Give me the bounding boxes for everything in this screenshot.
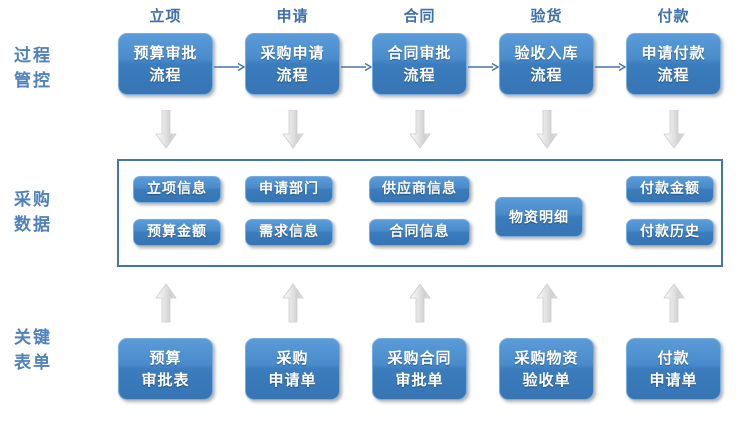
up-arrow-icon-4: [536, 283, 558, 323]
form-box-material-receiving-sheet[interactable]: 采购物资 验收单: [499, 338, 594, 400]
stage-header-fuKuan: 付款: [657, 7, 690, 25]
data-pill-payment-amount[interactable]: 付款金额: [626, 176, 714, 203]
process-box-line1: 采购申请: [260, 44, 325, 62]
form-box-line1: 采购: [276, 349, 309, 367]
form-box-budget-approval-sheet[interactable]: 预算 审批表: [118, 338, 213, 400]
process-box-line2: 流程: [657, 66, 690, 84]
process-box-line1: 验收入库: [514, 44, 579, 62]
connector-arrow-right-2: [341, 62, 372, 72]
process-box-line2: 流程: [403, 66, 436, 84]
form-box-line1: 预算: [149, 349, 182, 367]
row-label-form: 关键 表单: [14, 328, 52, 373]
form-box-line2: 申请单: [649, 371, 698, 389]
up-arrow-icon-1: [155, 283, 177, 323]
process-box-contract-approval[interactable]: 合同审批 流程: [372, 33, 467, 95]
row-label-data: 采购 数据: [14, 190, 52, 235]
form-box-line1: 采购合同: [387, 349, 452, 367]
process-box-line2: 流程: [149, 66, 182, 84]
process-box-line2: 流程: [276, 66, 309, 84]
connector-arrow-right-4: [595, 62, 626, 72]
data-pill-contract-info[interactable]: 合同信息: [369, 219, 470, 246]
down-arrow-icon-2: [282, 110, 304, 149]
stage-header-heTong: 合同: [403, 7, 436, 25]
process-box-payment-request[interactable]: 申请付款 流程: [626, 33, 721, 95]
form-box-payment-request-sheet[interactable]: 付款 申请单: [626, 338, 721, 400]
form-box-line2: 申请单: [268, 371, 317, 389]
down-arrow-icon-5: [663, 110, 685, 149]
stage-header-liXiang: 立项: [149, 7, 182, 25]
data-pill-material-detail[interactable]: 物资明细: [495, 197, 583, 237]
down-arrow-icon-4: [536, 110, 558, 149]
up-arrow-icon-3: [409, 283, 431, 323]
process-box-budget-approval[interactable]: 预算审批 流程: [118, 33, 213, 95]
process-box-line1: 申请付款: [641, 44, 706, 62]
form-box-contract-approval-sheet[interactable]: 采购合同 审批单: [372, 338, 467, 400]
process-box-line2: 流程: [530, 66, 563, 84]
down-arrow-icon-1: [155, 110, 177, 149]
process-box-purchase-request[interactable]: 采购申请 流程: [245, 33, 340, 95]
process-box-line1: 预算审批: [133, 44, 198, 62]
form-box-purchase-request-sheet[interactable]: 采购 申请单: [245, 338, 340, 400]
form-box-line2: 验收单: [522, 371, 571, 389]
stage-header-yanHuo: 验货: [530, 7, 563, 25]
data-pill-demand-info[interactable]: 需求信息: [245, 219, 333, 246]
down-arrow-icon-3: [409, 110, 431, 149]
process-box-line1: 合同审批: [387, 44, 452, 62]
data-pill-project-info[interactable]: 立项信息: [133, 176, 221, 203]
row-label-process: 过程 管控: [14, 46, 52, 91]
connector-arrow-right-1: [214, 62, 245, 72]
process-box-receiving-storage[interactable]: 验收入库 流程: [499, 33, 594, 95]
data-pill-payment-history[interactable]: 付款历史: [626, 219, 714, 246]
form-box-line1: 付款: [657, 349, 690, 367]
data-pill-supplier-info[interactable]: 供应商信息: [369, 176, 470, 203]
up-arrow-icon-5: [663, 283, 685, 323]
form-box-line2: 审批表: [141, 371, 190, 389]
stage-header-shenQing: 申请: [276, 7, 309, 25]
data-pill-request-department[interactable]: 申请部门: [245, 176, 333, 203]
form-box-line2: 审批单: [395, 371, 444, 389]
data-pill-budget-amount[interactable]: 预算金额: [133, 219, 221, 246]
up-arrow-icon-2: [282, 283, 304, 323]
connector-arrow-right-3: [468, 62, 499, 72]
form-box-line1: 采购物资: [514, 349, 579, 367]
